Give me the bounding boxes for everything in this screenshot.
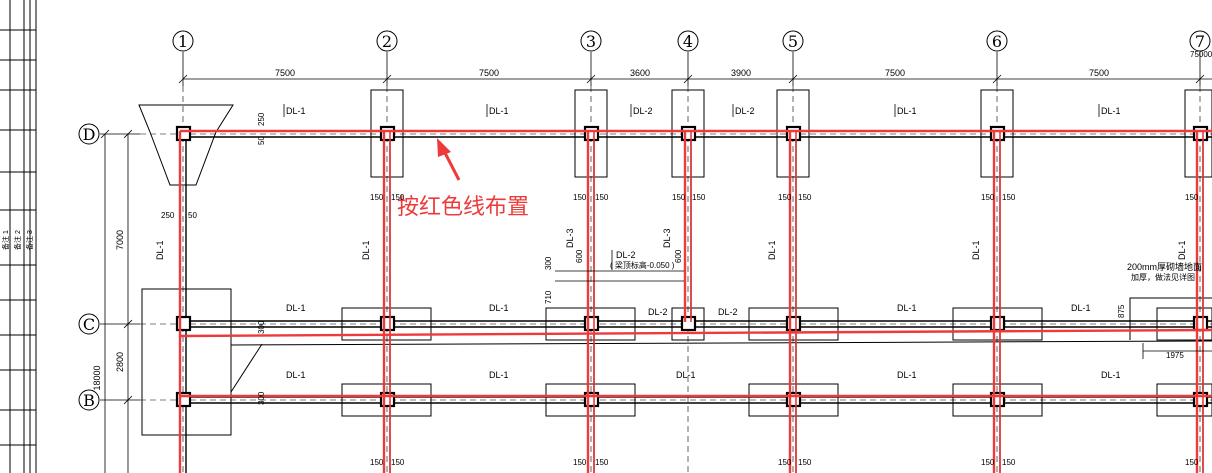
top-dim-4: 3900 (731, 68, 751, 78)
dim-150-d5b: 150 (798, 193, 812, 202)
beam-label-d6: DL-1 (1101, 106, 1121, 116)
beam-label-c4: DL-2 (718, 307, 738, 317)
beam-label-d3: DL-2 (633, 106, 653, 116)
beam-label-c6: DL-1 (1071, 303, 1091, 313)
dim-150-d3b: 150 (595, 193, 609, 202)
beam-label-v6: DL-1 (971, 240, 981, 260)
beam-label-c5: DL-1 (897, 303, 917, 313)
beam-label-d4: DL-2 (735, 106, 755, 116)
dim-d-50: 50 (257, 136, 266, 145)
beam-label-ticks-d (283, 104, 1100, 117)
dim-150-d2b: 150 (391, 193, 405, 202)
beam-outlines (179, 130, 1212, 473)
dim-150-b5a: 150 (778, 458, 792, 467)
axis-label-7: 7 (1195, 32, 1205, 51)
top-dim-1: 7500 (275, 68, 295, 78)
axis-label-5: 5 (788, 32, 798, 51)
horizontal-axis-bubbles (78, 123, 100, 411)
left-dim-18000: 18000 (92, 365, 102, 390)
axis-label-6: 6 (992, 32, 1002, 51)
dim-col1-250: 250 (161, 211, 175, 220)
corner-dim: 75000 (1190, 50, 1212, 59)
beam-label-b2: DL-1 (489, 370, 509, 380)
left-dim-2800: 2800 (115, 352, 125, 372)
right-dim-line (1142, 343, 1212, 359)
left-dimension-lines (100, 129, 140, 473)
axis-label-2: 2 (382, 32, 392, 51)
wall-note-line1: 200mm厚砌墙地面 (1127, 261, 1202, 272)
dim-150-d2a: 150 (370, 193, 384, 202)
red-layout-lines (178, 129, 1212, 473)
dim-150-b7a: 150 (1185, 458, 1199, 467)
top-dim-2: 7500 (479, 68, 499, 78)
top-dim-5: 7500 (885, 68, 905, 78)
axis-label-4: 4 (683, 32, 693, 51)
dim-150-d3a: 150 (573, 193, 587, 202)
annotation-text: 按红色线布置 (397, 195, 529, 220)
grid-centerlines (140, 86, 1212, 473)
dl2-elevation: ( 梁顶标高-0.050 ) (610, 260, 675, 270)
dim-d-250: 250 (257, 112, 266, 126)
dim-mid-300: 300 (544, 256, 553, 270)
dim-right-875: 875 (1117, 304, 1126, 318)
dim-150-d4b: 150 (692, 193, 706, 202)
beam-label-c2: DL-1 (489, 303, 509, 313)
sidebar-label-2: 备注 2 (13, 230, 22, 250)
beam-label-v2: DL-1 (361, 240, 371, 260)
dim-150-d4a: 150 (672, 193, 686, 202)
vertical-axis-bubbles (172, 30, 1211, 52)
beam-label-d5: DL-1 (897, 106, 917, 116)
beam-label-d2: DL-1 (489, 106, 509, 116)
dim-150-b3a: 150 (573, 458, 587, 467)
title-block-strip (0, 0, 37, 473)
sidebar-label-1: 备注 1 (1, 230, 10, 250)
dim-mid-710: 710 (544, 290, 553, 304)
dim-150-b6a: 150 (981, 458, 995, 467)
dim-150-b3b: 150 (595, 458, 609, 467)
beam-label-b4: DL-1 (897, 370, 917, 380)
beam-label-v3: DL-3 (565, 228, 575, 248)
axis-label-1: 1 (178, 32, 188, 51)
left-dim-7000: 7000 (115, 230, 125, 250)
beam-label-v7: DL-1 (1177, 240, 1187, 260)
dim-150-b2a: 150 (370, 458, 384, 467)
beam-label-v1: DL-1 (155, 240, 165, 260)
axis-label-b: B (83, 391, 95, 410)
beam-label-b3: DL-1 (676, 370, 696, 380)
dim-150-d5a: 150 (778, 193, 792, 202)
dim-150-d7a: 150 (1185, 193, 1199, 202)
dim-right-1975: 1975 (1166, 351, 1184, 360)
beam-label-c3: DL-2 (648, 307, 668, 317)
beam-label-c1: DL-1 (286, 303, 306, 313)
dim-col1-50: 50 (188, 211, 197, 220)
dim-150-d6b: 150 (1002, 193, 1016, 202)
dim-150-b6b: 150 (1002, 458, 1016, 467)
beam-label-b5: DL-1 (1101, 370, 1121, 380)
dim-mid-600a: 600 (575, 249, 584, 263)
top-dimension-line (178, 52, 1212, 86)
axis-label-d: D (83, 125, 96, 144)
axis-label-3: 3 (586, 32, 596, 51)
sidebar-label-3: 备注 3 (25, 230, 34, 250)
pile-caps (138, 89, 1212, 436)
column-markers (175, 125, 1209, 408)
beam-label-b1: DL-1 (286, 370, 306, 380)
beam-label-d1: DL-1 (286, 106, 306, 116)
annotation-arrow (437, 138, 461, 181)
axis-label-c: C (83, 315, 95, 334)
dim-150-b2b: 150 (391, 458, 405, 467)
dim-150-b5b: 150 (798, 458, 812, 467)
wall-note-line2: 加厚，做法见详图 (1131, 272, 1195, 282)
dl2-leader (555, 250, 684, 282)
dim-c-300: 300 (257, 320, 266, 334)
dim-150-d6a: 150 (981, 193, 995, 202)
beam-label-v4: DL-3 (662, 228, 672, 248)
dim-mid-600b: 600 (674, 249, 683, 263)
beam-label-v5: DL-1 (767, 240, 777, 260)
beam-label-dl2-center: DL-2 (616, 250, 636, 260)
top-dim-3: 3600 (630, 68, 650, 78)
dim-b-300: 300 (257, 391, 266, 405)
top-dim-6: 7500 (1089, 68, 1109, 78)
